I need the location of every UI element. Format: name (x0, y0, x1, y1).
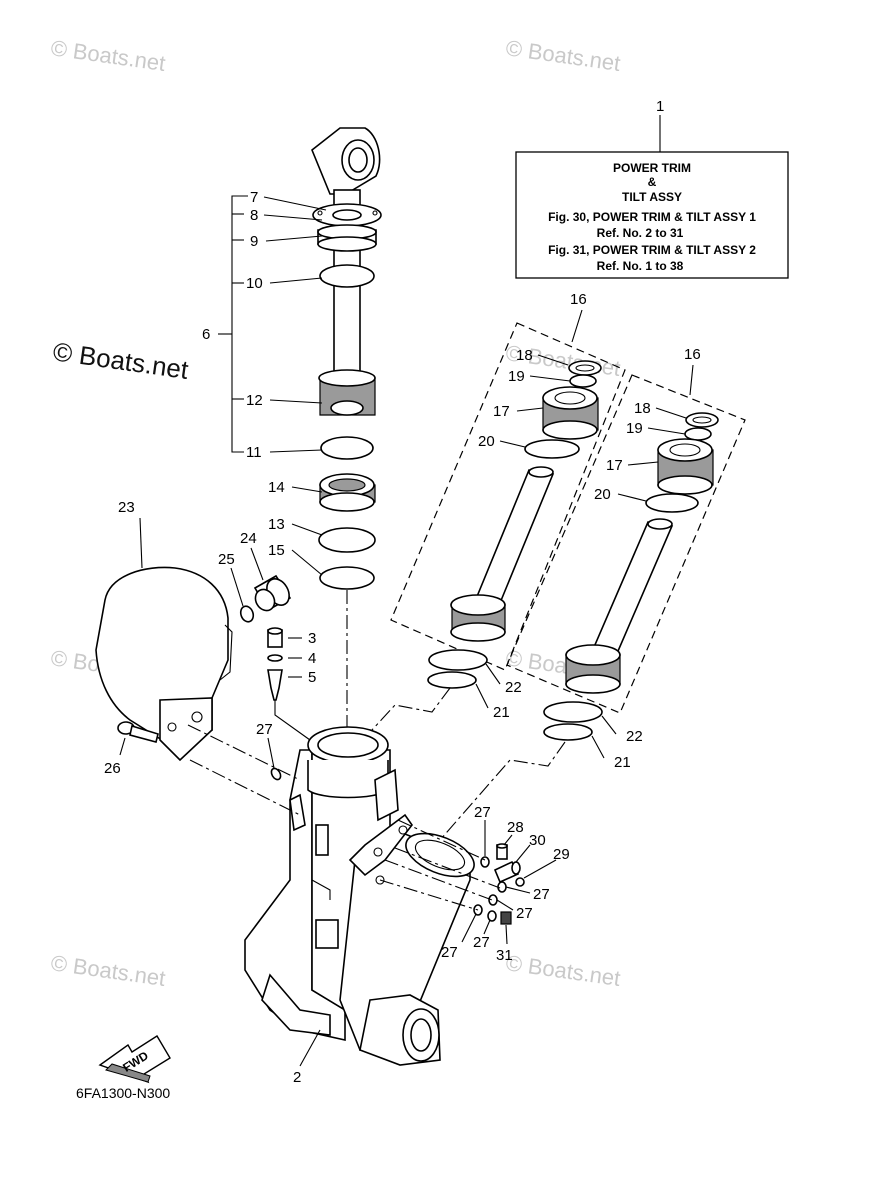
o-ring-27 (270, 767, 282, 781)
o-ring-27 (497, 881, 507, 893)
callout-3: 3 (308, 630, 316, 647)
tilt-housing-2 (244, 726, 475, 1066)
leader-lines (119, 196, 694, 1067)
bolt-26 (117, 721, 159, 743)
o-ring-27 (488, 894, 498, 906)
callout-14: 14 (268, 479, 285, 496)
callout-20-right: 20 (594, 486, 611, 503)
callout-27-f: 27 (473, 934, 490, 951)
watermark: © Boats.net (49, 950, 167, 991)
valve-3 (267, 627, 283, 648)
callout-29: 29 (553, 846, 570, 863)
callout-17-right: 17 (606, 457, 623, 474)
reservoir-23 (95, 566, 233, 762)
callout-1: 1 (656, 98, 664, 115)
washer-13 (318, 527, 376, 553)
callout-6: 6 (202, 326, 210, 343)
o-ring-4 (267, 654, 283, 662)
callout-16-right: 16 (684, 346, 701, 363)
washer-22-left (428, 649, 488, 671)
callout-19-left: 19 (508, 368, 525, 385)
info-title-line2: & (648, 175, 657, 189)
filter-24 (253, 574, 292, 612)
callouts: 1 7 8 9 10 6 12 11 14 13 15 16 16 18 19 … (104, 98, 701, 1086)
screw-31 (500, 911, 512, 925)
group-6-bracket (218, 195, 248, 453)
info-box: POWER TRIM & TILT ASSY Fig. 30, POWER TR… (515, 115, 789, 279)
trim-cylinder-group-16-left (390, 322, 626, 671)
callout-10: 10 (246, 275, 263, 292)
callout-12: 12 (246, 392, 263, 409)
plug-30 (493, 860, 521, 884)
callout-27-c: 27 (533, 886, 550, 903)
seal-14 (319, 473, 376, 512)
callout-22-right: 22 (626, 728, 643, 745)
watermark: © Boats.net (504, 950, 622, 991)
callout-20-left: 20 (478, 433, 495, 450)
o-ring-15 (319, 566, 375, 590)
callout-13: 13 (268, 516, 285, 533)
info-ref-line2: Ref. No. 2 to 31 (597, 226, 684, 240)
ball-29 (515, 877, 525, 887)
trim-cylinder-group-16-right (506, 374, 746, 714)
watermark: © Boats.net (49, 35, 167, 76)
callout-31: 31 (496, 947, 513, 964)
info-title-line1: POWER TRIM (613, 161, 691, 175)
callout-18-left: 18 (516, 347, 533, 364)
callout-26: 26 (104, 760, 121, 777)
callout-27-e: 27 (441, 944, 458, 961)
callout-17-left: 17 (493, 403, 510, 420)
callout-24: 24 (240, 530, 257, 547)
callout-16-left: 16 (570, 291, 587, 308)
info-ref-line4: Ref. No. 1 to 38 (597, 259, 684, 273)
o-ring-27 (487, 910, 497, 922)
callout-21-right: 21 (614, 754, 631, 771)
callout-2: 2 (293, 1069, 301, 1086)
callout-28: 28 (507, 819, 524, 836)
callout-27-a: 27 (256, 721, 273, 738)
washer-22-right (543, 701, 603, 723)
callout-15: 15 (268, 542, 285, 559)
info-ref-line1: Fig. 30, POWER TRIM & TILT ASSY 1 (548, 210, 756, 224)
tilt-rod-assembly (311, 127, 382, 416)
callout-25: 25 (218, 551, 235, 568)
callout-9: 9 (250, 233, 258, 250)
callout-22-left: 22 (505, 679, 522, 696)
o-ring-27 (480, 856, 490, 868)
watermark: © Boats.net (504, 35, 622, 76)
pin-28 (496, 843, 508, 860)
callout-8: 8 (250, 207, 258, 224)
callout-4: 4 (308, 650, 316, 667)
callout-21-left: 21 (493, 704, 510, 721)
callout-30: 30 (529, 832, 546, 849)
watermark: © Boats.net (51, 336, 191, 385)
info-ref-line3: Fig. 31, POWER TRIM & TILT ASSY 2 (548, 243, 756, 257)
callout-18-right: 18 (634, 400, 651, 417)
fwd-arrow: FWD (98, 1035, 171, 1084)
callout-27-b: 27 (474, 804, 491, 821)
o-ring-21-right (543, 723, 593, 741)
o-ring-11 (320, 436, 374, 460)
pin-5 (267, 669, 283, 701)
callout-19-right: 19 (626, 420, 643, 437)
callout-23: 23 (118, 499, 135, 516)
callout-11: 11 (246, 444, 262, 461)
info-title-line3: TILT ASSY (622, 190, 682, 204)
o-ring-25 (239, 605, 255, 623)
o-ring-21-left (427, 671, 477, 689)
callout-5: 5 (308, 669, 316, 686)
diagram-code: 6FA1300-N300 (76, 1085, 170, 1101)
callout-27-d: 27 (516, 905, 533, 922)
o-ring-10 (319, 264, 375, 288)
callout-7: 7 (250, 189, 258, 206)
